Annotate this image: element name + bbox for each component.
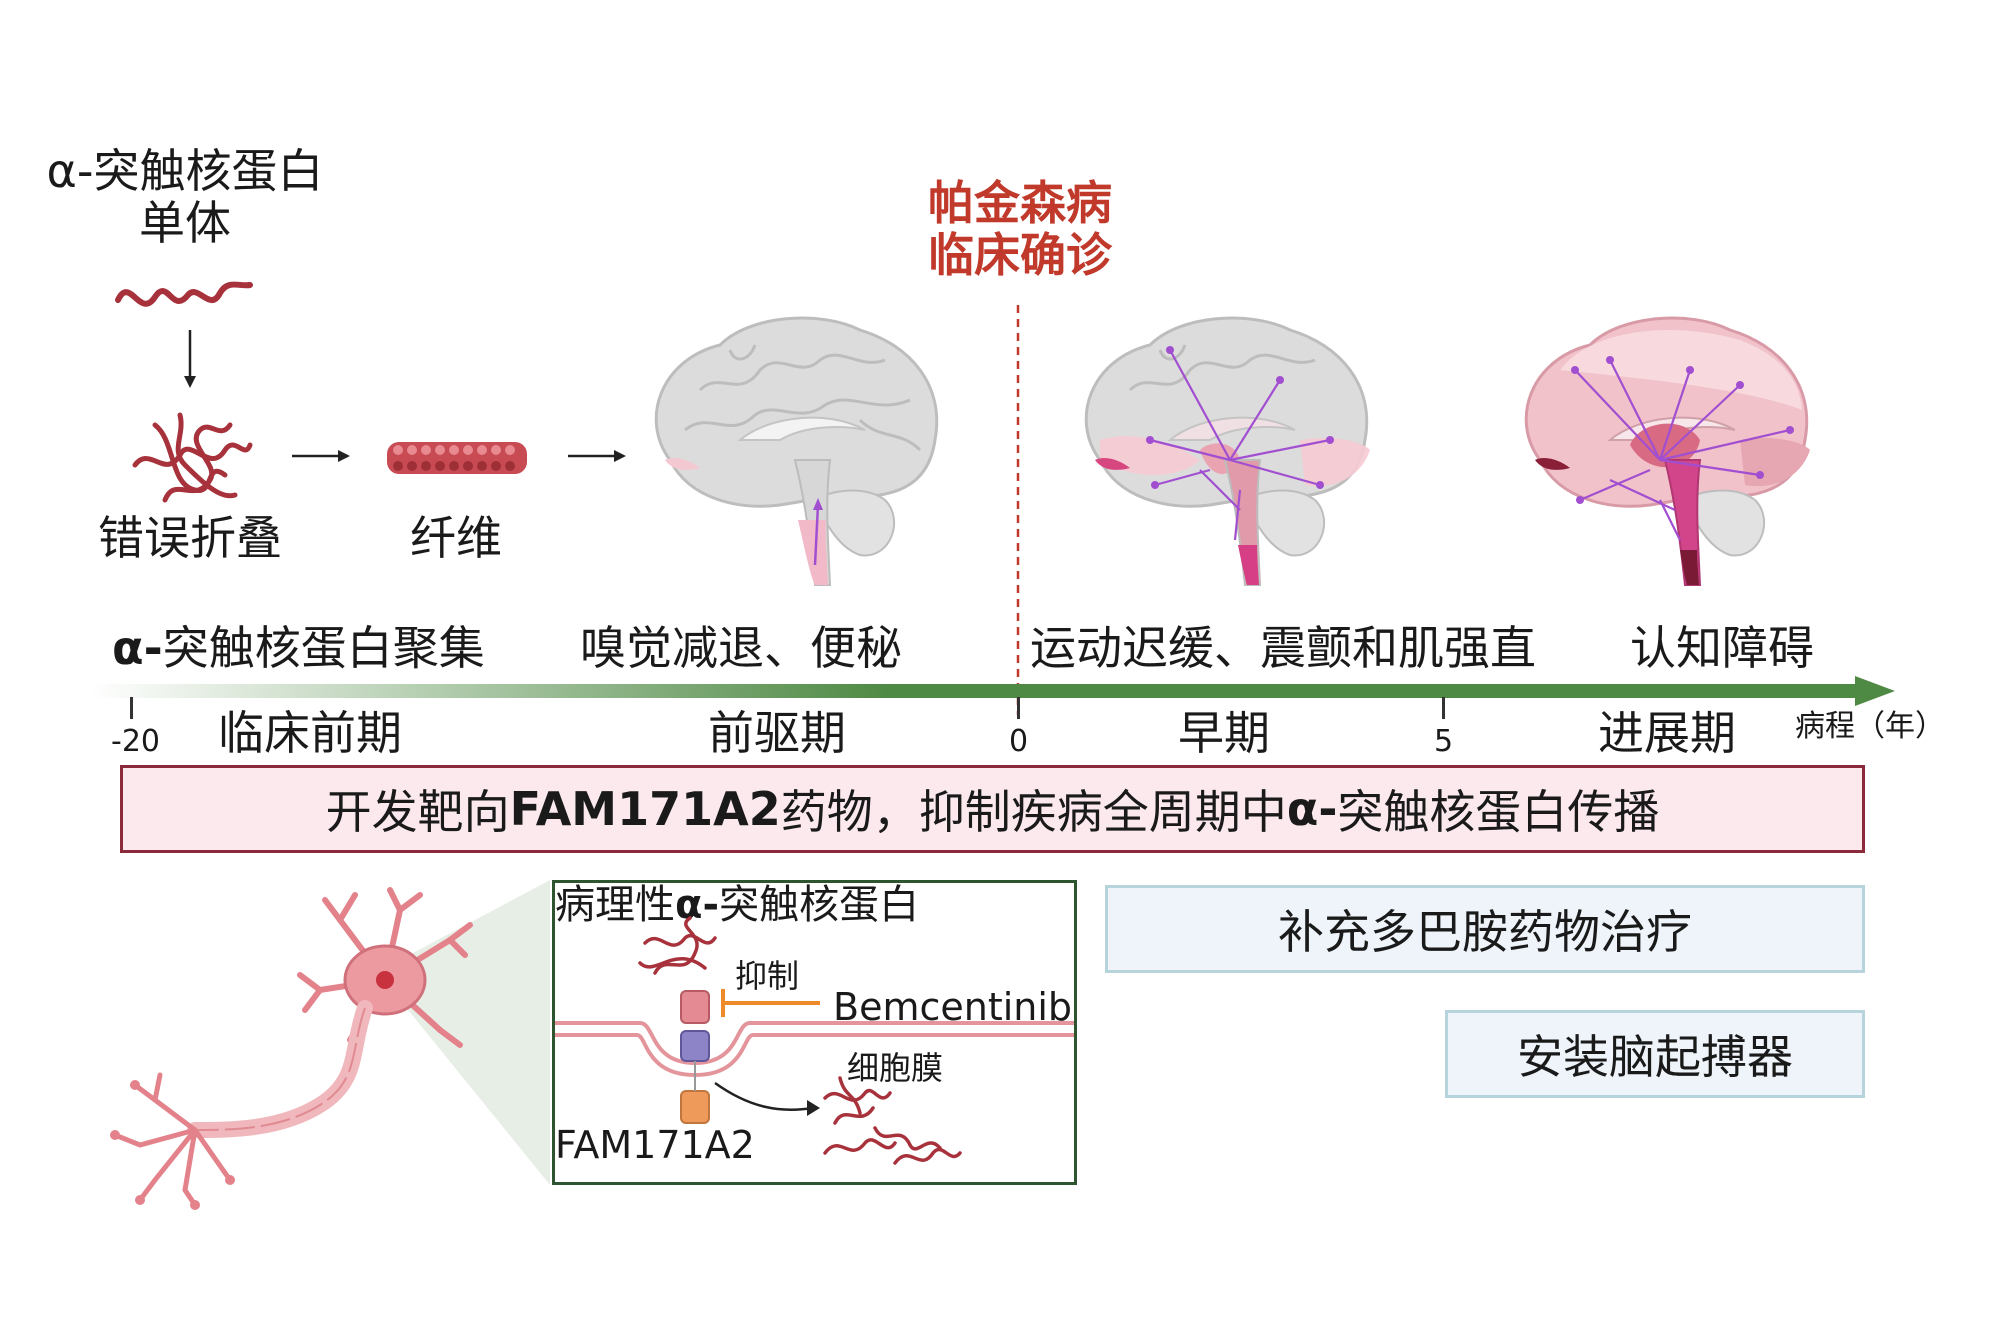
fiber-label: 纤维 [410, 511, 502, 565]
brain-icon [654, 316, 939, 586]
tick-mark [1442, 697, 1445, 719]
stage-preclinical: 临床前期 [218, 706, 402, 760]
misfold-label: 错误折叠 [98, 511, 282, 565]
diagnosis-line2: 临床确诊 [928, 228, 1112, 282]
banner-text-2: 药物，抑制疾病全周期中 [780, 785, 1287, 839]
dopamine-therapy-label: 补充多巴胺药物治疗 [1278, 905, 1692, 959]
inset-title-1: 病理性 [555, 882, 675, 928]
stage-prodromal: 前驱期 [708, 706, 846, 760]
stage-early: 早期 [1178, 706, 1270, 760]
tick-label: -20 [111, 724, 160, 759]
right-arrow-icon [292, 450, 350, 462]
monomer-title-line1: α-突触核蛋白 [46, 144, 324, 198]
monomer-title: α-突触核蛋白 单体 [25, 148, 345, 246]
prodromal-symptoms: 嗅觉减退、便秘 [580, 621, 902, 675]
right-arrow-icon [568, 450, 626, 462]
banner-text-3: 突触核蛋白传播 [1337, 785, 1660, 839]
deep-brain-stimulation-label: 安装脑起搏器 [1517, 1030, 1793, 1084]
stage-advanced: 进展期 [1598, 706, 1736, 760]
inset-title: 病理性α-突触核蛋白 [555, 883, 919, 927]
tick-label: 0 [1009, 724, 1029, 759]
neuron-icon [110, 880, 550, 1210]
down-arrow-icon [184, 330, 196, 388]
membrane-diagram [555, 916, 1074, 1165]
banner-text-1: 开发靶向 [325, 785, 510, 839]
diagnosis-title: 帕金森病 临床确诊 [920, 180, 1120, 278]
monomer-title-line2: 单体 [139, 196, 231, 250]
mechanism-inset: 病理性α-突触核蛋白 抑制 Bemcentinib [552, 880, 1077, 1185]
drug-name-label: Bemcentinib [833, 985, 1073, 1029]
aggregation-prefix: α- [112, 621, 163, 675]
inhibit-label: 抑制 [735, 957, 800, 995]
early-symptoms: 运动迟缓、震颤和肌强直 [1030, 621, 1536, 675]
tick-mark [1017, 697, 1020, 719]
banner-target-name: FAM171A2 [509, 782, 781, 836]
tick-mark [130, 697, 133, 719]
aggregation-label: α-突触核蛋白聚集 [112, 625, 485, 671]
receptor-label: FAM171A2 [555, 1123, 755, 1167]
misfolded-protein-icon [132, 412, 253, 503]
dopamine-therapy-box: 补充多巴胺药物治疗 [1105, 885, 1865, 973]
timeline-arrow [90, 676, 1895, 706]
deep-brain-stimulation-box: 安装脑起搏器 [1445, 1010, 1865, 1098]
tick-label: 5 [1434, 724, 1454, 759]
fibril-icon [387, 442, 527, 474]
membrane-label: 细胞膜 [847, 1049, 944, 1087]
inset-title-alpha: α- [675, 882, 720, 928]
brain-icon [1084, 316, 1370, 586]
brain-icon [1524, 316, 1810, 586]
diagnosis-line1: 帕金森病 [928, 176, 1112, 230]
monomer-protein-icon [115, 281, 253, 307]
advanced-symptoms: 认知障碍 [1630, 621, 1814, 675]
aggregation-text: 突触核蛋白聚集 [162, 621, 485, 675]
banner-alpha-prefix: α- [1286, 782, 1338, 836]
diagnosis-dashed-line [1016, 305, 1020, 715]
axis-unit-label: 病程（年） [1795, 709, 1945, 744]
inset-title-2: 突触核蛋白 [719, 882, 920, 928]
